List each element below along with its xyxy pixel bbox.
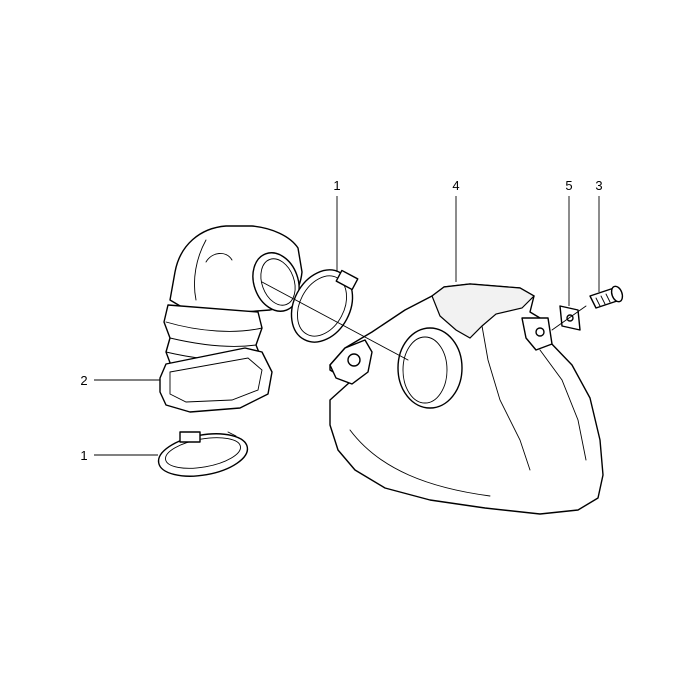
callout-label-1-lower: 1 (80, 448, 87, 463)
hose-clamp-lower (157, 431, 249, 477)
screw (589, 285, 624, 309)
callout-label-5: 5 (565, 178, 572, 193)
callout-label-2: 2 (80, 373, 87, 388)
callout-label-1-upper: 1 (333, 178, 340, 193)
callout-label-4: 4 (452, 178, 459, 193)
air-shroud (329, 283, 604, 515)
callout-label-3: 3 (595, 178, 602, 193)
hose-clamp-upper (290, 269, 359, 343)
speed-nut (559, 305, 581, 331)
intake-hose (159, 225, 303, 413)
